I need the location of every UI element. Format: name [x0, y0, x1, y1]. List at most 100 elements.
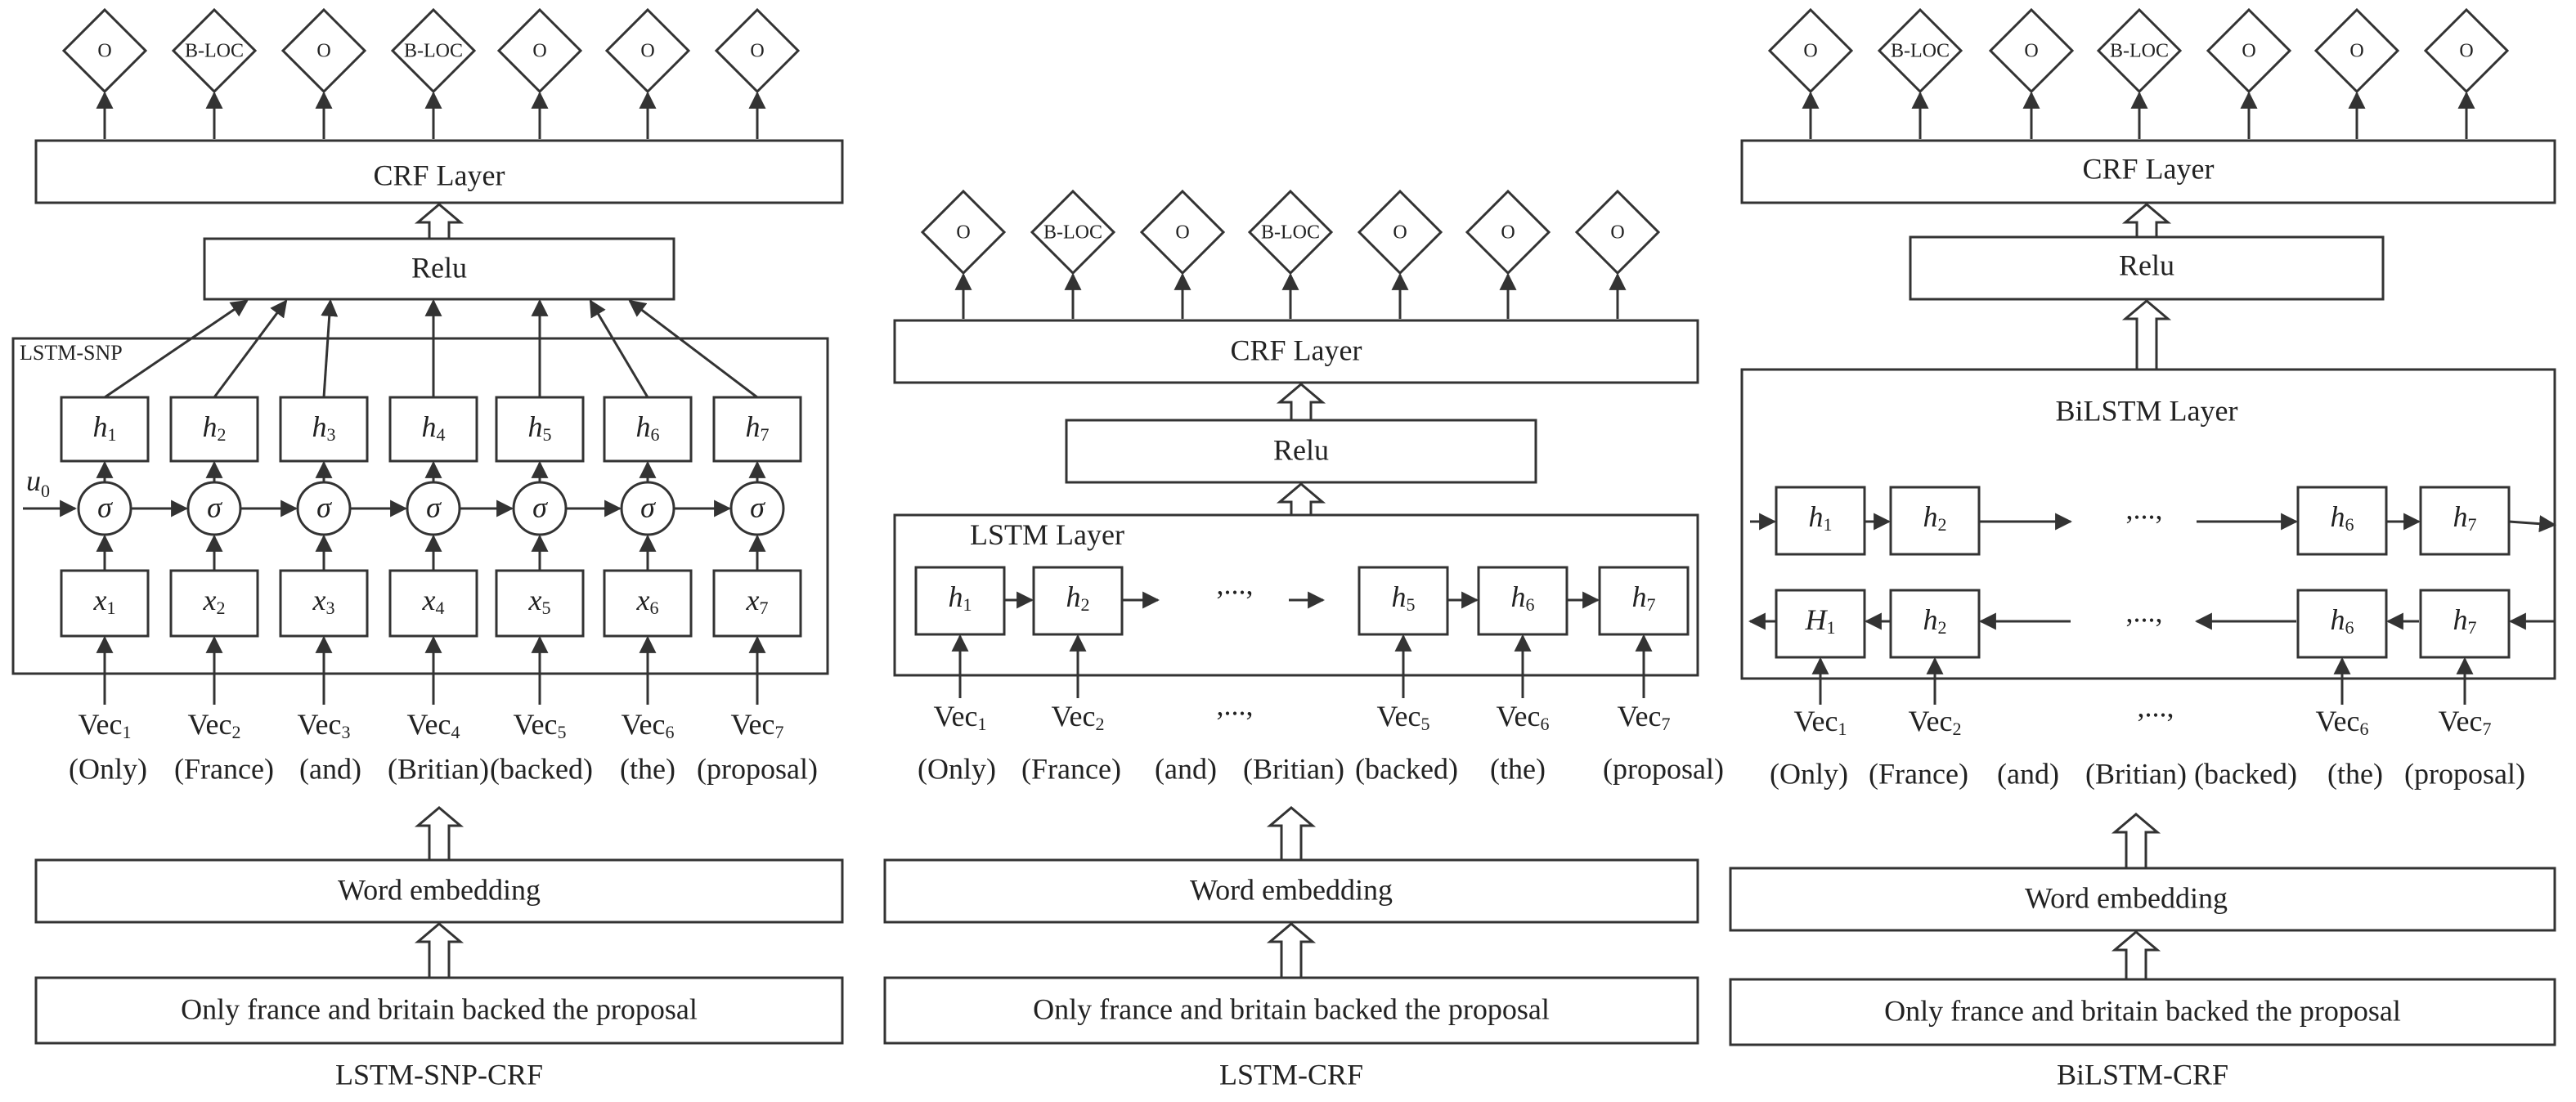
vec-label: Vec7	[2439, 705, 2492, 739]
backward-hidden-label: h7	[2453, 603, 2477, 638]
output-label-text: O	[2024, 41, 2038, 62]
word-label: (France)	[1869, 757, 1968, 790]
hidden-state-box	[1032, 566, 1124, 636]
crf-layer-label: CRF Layer	[2083, 152, 2215, 185]
output-label-text: O	[97, 41, 111, 62]
word-label: (Only)	[1770, 757, 1848, 790]
vec-label: Vec2	[1909, 705, 1962, 739]
output-label-text: O	[1610, 222, 1624, 244]
flow-arrow	[104, 299, 249, 399]
vec-label: Vec7	[1618, 700, 1671, 734]
output-label-text: O	[640, 41, 654, 62]
output-label-text: O	[316, 41, 330, 62]
hidden-state-box	[279, 396, 369, 463]
word-embedding-box	[34, 858, 844, 924]
lstm-layer-frame	[893, 513, 1699, 677]
hollow-arrow-shape	[2121, 203, 2172, 239]
forward-hidden-label: h6	[2331, 500, 2354, 535]
relu-box	[203, 237, 675, 301]
word-label: (the)	[2327, 757, 2383, 790]
lstm-snp-frame-label: LSTM-SNP	[20, 341, 123, 365]
vec-label: Vec1	[1794, 705, 1847, 739]
input-box	[60, 569, 150, 638]
sigma-label: σ	[426, 491, 442, 523]
vec-label: Vec6	[622, 708, 675, 742]
input-label: x3	[312, 584, 335, 618]
vec-label: Vec2	[1052, 700, 1105, 734]
output-label-text: B-LOC	[185, 41, 244, 62]
word-label: (proposal)	[697, 752, 818, 785]
word-label: (backed)	[2194, 757, 2297, 790]
sentence-text: Only france and britain backed the propo…	[181, 992, 698, 1025]
input-box	[279, 569, 369, 638]
word-label: (proposal)	[2404, 757, 2525, 790]
output-label-text: O	[532, 41, 546, 62]
forward-hidden-label: h7	[2453, 500, 2477, 535]
word-label: (backed)	[1355, 752, 1458, 785]
output-label-text: O	[1393, 222, 1407, 244]
forward-hidden-box	[1775, 486, 1866, 556]
output-label-text: O	[750, 41, 764, 62]
word-label: (Britian)	[388, 752, 489, 785]
vec-label: Vec1	[79, 708, 132, 742]
output-label-text: O	[2242, 41, 2255, 62]
input-label: x7	[746, 584, 769, 618]
hollow-arrow	[414, 922, 464, 979]
word-label: (the)	[1490, 752, 1546, 785]
input-label: x6	[636, 584, 659, 618]
lstm-layer-title: LSTM Layer	[970, 518, 1124, 551]
word-label: (and)	[299, 752, 361, 785]
ellipsis: ,...,	[2126, 595, 2163, 628]
word-embedding-box	[883, 858, 1699, 924]
hidden-state-label: h2	[203, 410, 227, 445]
flow-arrow	[321, 298, 339, 398]
hidden-state-label: h2	[1066, 580, 1090, 615]
hollow-arrow	[1276, 383, 1326, 422]
hollow-arrow-shape	[414, 922, 464, 979]
output-label-text: B-LOC	[1261, 222, 1320, 244]
sentence-text: Only france and britain backed the propo…	[1033, 992, 1550, 1025]
word-label: (France)	[1021, 752, 1121, 785]
ellipsis: ,...,	[2138, 690, 2174, 723]
relu-label: Relu	[1273, 433, 1329, 466]
input-label: x1	[93, 584, 116, 618]
input-box	[495, 569, 585, 638]
hidden-state-label: h6	[636, 410, 660, 445]
hollow-arrow-shape	[414, 806, 464, 862]
vec-label: Vec5	[514, 708, 567, 742]
crf-layer-label: CRF Layer	[374, 159, 505, 191]
hollow-arrow-shape	[1266, 806, 1317, 862]
relu-label: Relu	[2119, 249, 2174, 281]
panel-caption: LSTM-SNP-CRF	[335, 1058, 543, 1091]
sigma-label: σ	[97, 491, 113, 523]
forward-hidden-box	[2419, 486, 2511, 556]
hidden-state-label: h7	[746, 410, 770, 445]
word-embedding-label: Word embedding	[1190, 873, 1393, 906]
bilstm-layer-title: BiLSTM Layer	[2056, 394, 2238, 427]
input-label: x5	[528, 584, 551, 618]
word-label: (Only)	[69, 752, 147, 785]
sigma-label: σ	[207, 491, 222, 523]
forward-hidden-label: h1	[1809, 500, 1833, 535]
hollow-arrow	[1276, 482, 1326, 517]
forward-hidden-label: h2	[1923, 500, 1947, 535]
hollow-arrow-shape	[2111, 930, 2161, 981]
word-label: (proposal)	[1603, 752, 1724, 785]
output-label-text: O	[1501, 222, 1515, 244]
vec-label: Vec2	[188, 708, 241, 742]
hollow-arrow	[1266, 922, 1317, 979]
input-box	[712, 569, 802, 638]
hidden-state-label: h1	[93, 410, 117, 445]
sentence-box	[1729, 978, 2556, 1046]
hollow-arrow	[2111, 930, 2161, 981]
sigma-label: σ	[316, 491, 332, 523]
word-embedding-box	[1729, 867, 2556, 932]
ellipsis: ,...,	[1217, 688, 1254, 721]
hollow-arrow	[2111, 813, 2161, 870]
